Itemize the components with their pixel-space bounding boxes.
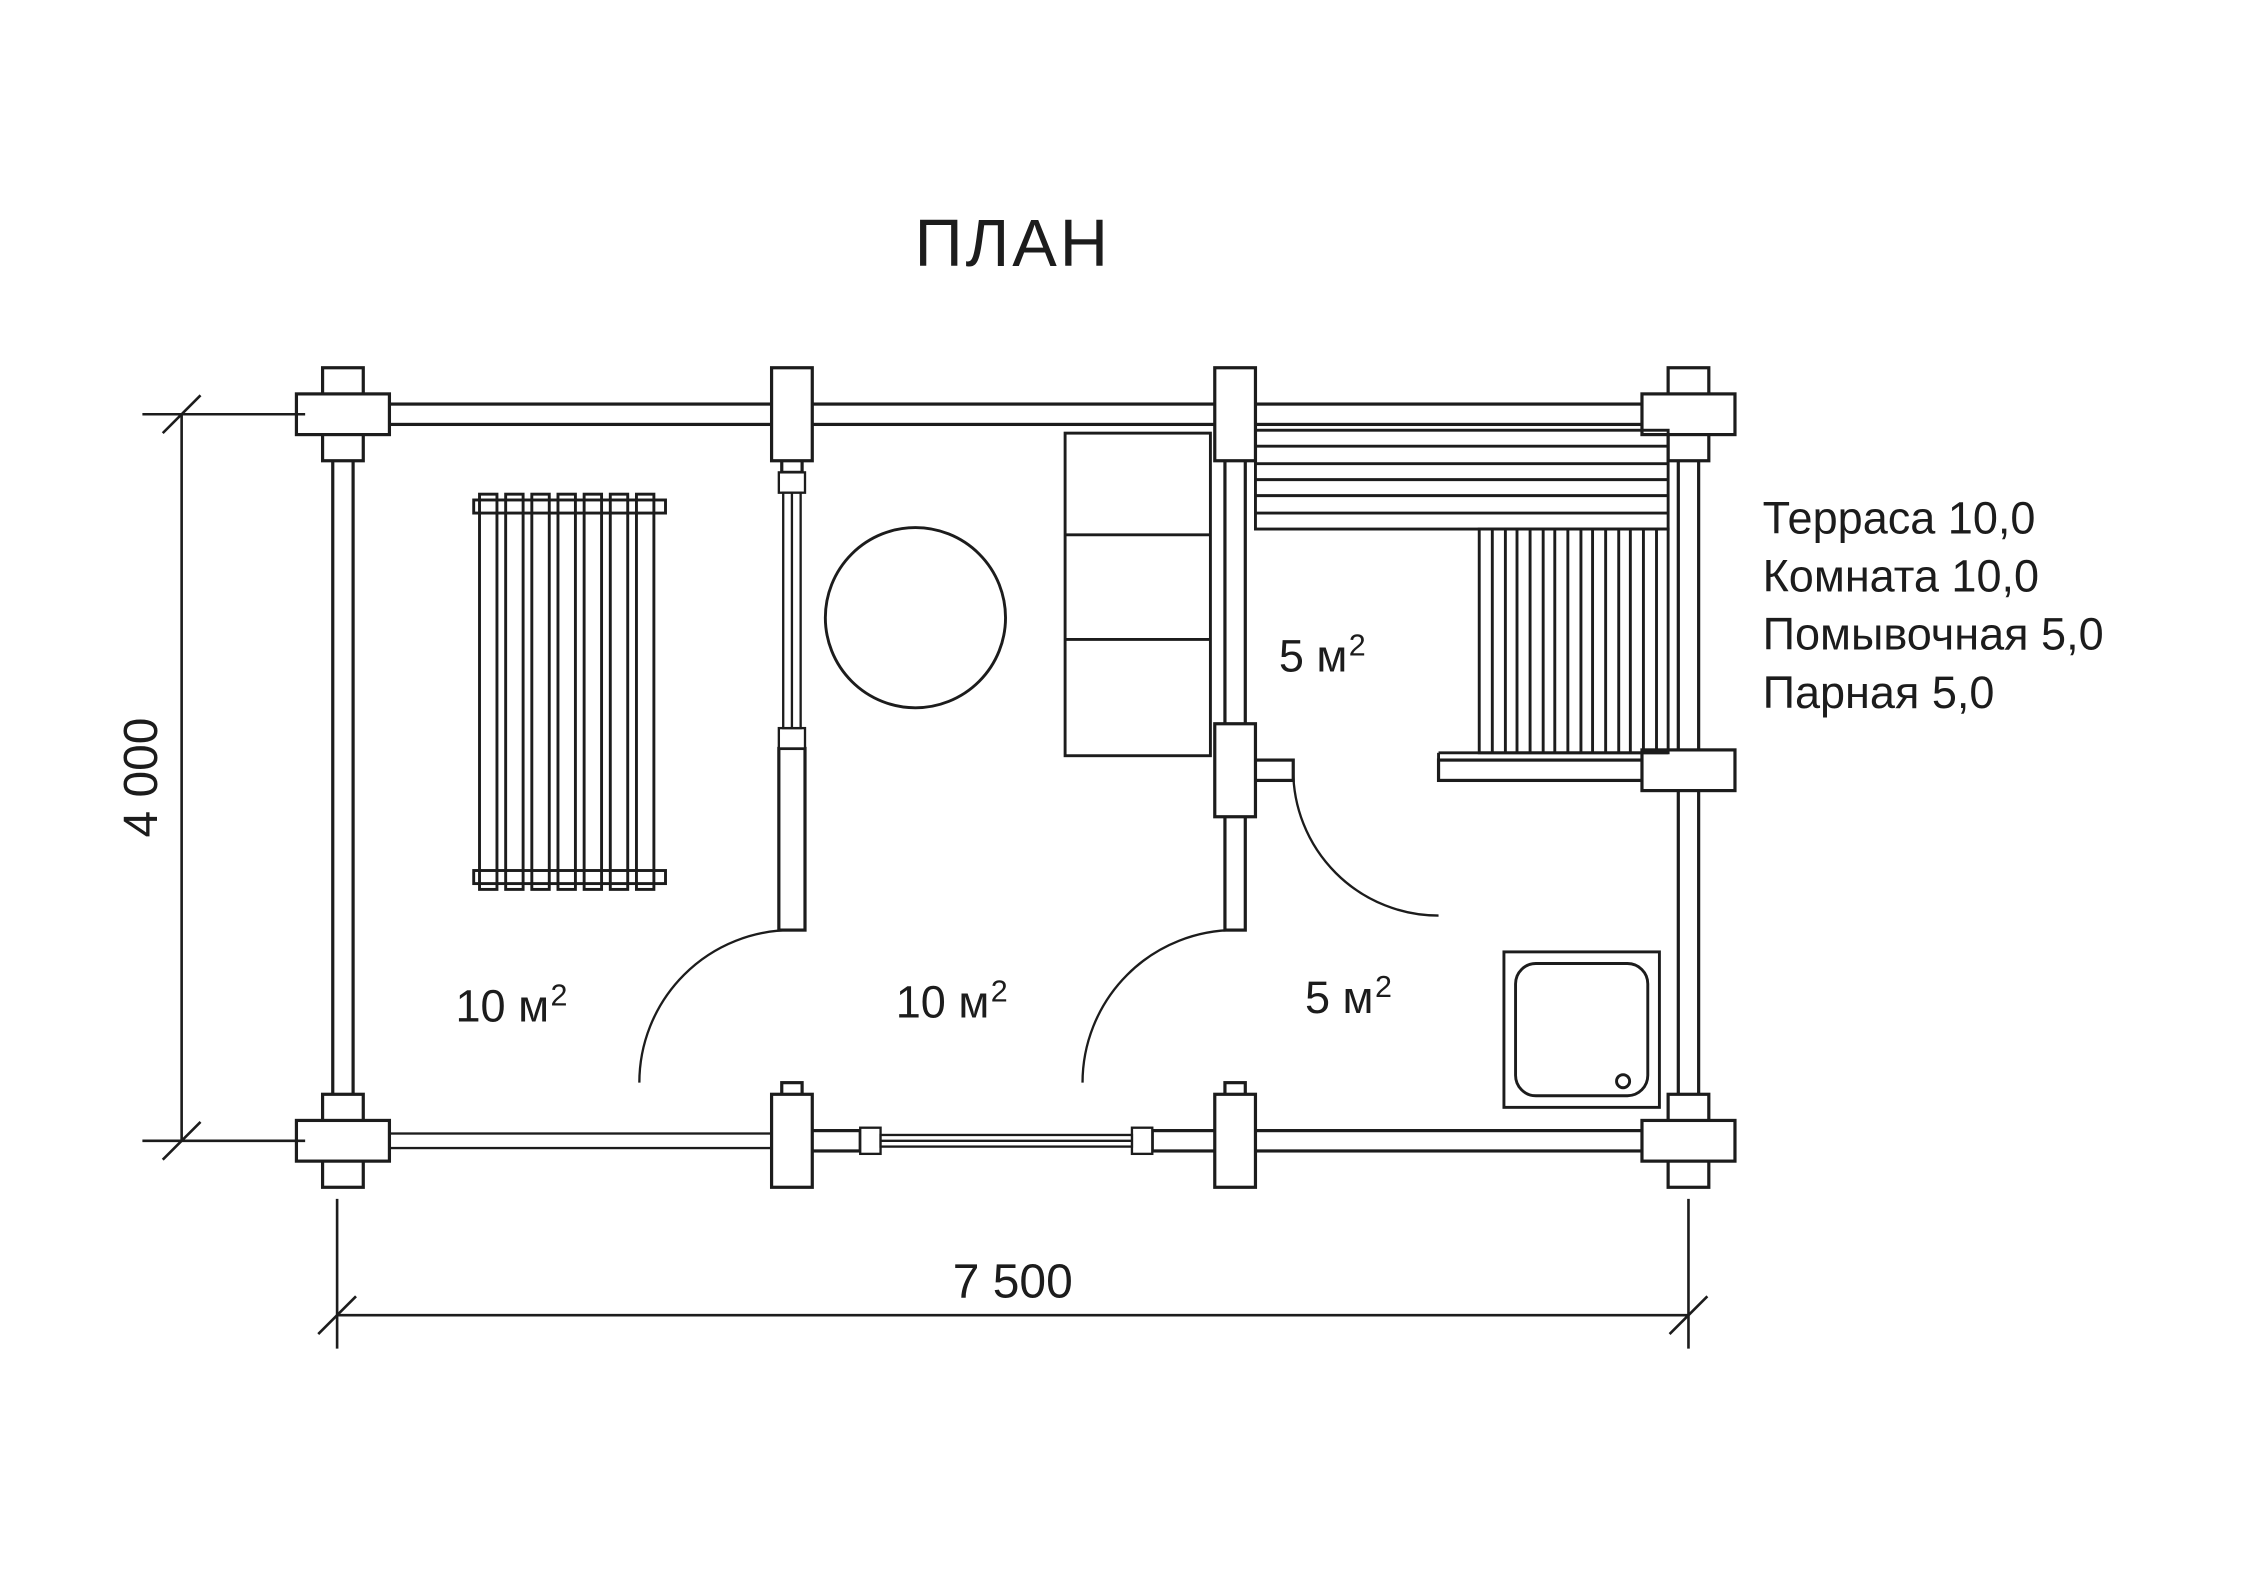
door-arc-terrace bbox=[638, 928, 792, 1083]
terrace-bench bbox=[472, 492, 667, 891]
corner-post bbox=[1213, 722, 1258, 819]
terrace-edge-beam bbox=[362, 1132, 783, 1150]
corner-post bbox=[1213, 366, 1258, 463]
doors bbox=[638, 770, 1439, 1083]
windows bbox=[777, 471, 1154, 1156]
room-label-washing: 5 м2 bbox=[1305, 970, 1392, 1023]
walls bbox=[331, 402, 1701, 1153]
wall-top bbox=[331, 402, 1701, 427]
wall-left-pier bbox=[777, 746, 807, 932]
legend-item-terrace: Терраса 10,0 bbox=[1763, 492, 2036, 543]
corner-post bbox=[769, 1092, 814, 1189]
sauna-bench-slats bbox=[1437, 527, 1670, 761]
dimension-width: 7 500 bbox=[317, 1198, 1709, 1349]
corner-post bbox=[294, 1118, 392, 1163]
sauna-bench-boards bbox=[1254, 428, 1670, 531]
corner-post bbox=[769, 366, 814, 463]
door-arc-steam bbox=[1292, 770, 1439, 917]
dimension-width-label: 7 500 bbox=[953, 1256, 1073, 1309]
room-label-steam: 5 м2 bbox=[1279, 628, 1366, 681]
drain-icon bbox=[1615, 1073, 1632, 1090]
legend-item-washing: Помывочная 5,0 bbox=[1763, 609, 2104, 660]
window-bottom bbox=[859, 1126, 1154, 1156]
corner-post bbox=[1640, 748, 1737, 793]
door-arc-room bbox=[1081, 928, 1236, 1083]
shower-tray bbox=[1502, 950, 1661, 1109]
room-label-terrace: 10 м2 bbox=[455, 979, 567, 1032]
corner-post bbox=[1213, 1092, 1258, 1189]
wall-terrace-left bbox=[331, 402, 355, 1153]
page-title: ПЛАН bbox=[915, 206, 1111, 281]
corner-post bbox=[1640, 1118, 1737, 1163]
corner-posts bbox=[294, 366, 1737, 1189]
legend-item-steam: Парная 5,0 bbox=[1763, 667, 1995, 718]
dimension-height-label: 4 000 bbox=[115, 718, 168, 838]
dimensions: 4 000 7 500 bbox=[115, 394, 1709, 1349]
legend: Терраса 10,0 Комната 10,0 Помывочная 5,0… bbox=[1763, 492, 2104, 717]
room-label-room: 10 м2 bbox=[896, 974, 1008, 1027]
shelf-unit bbox=[1063, 431, 1212, 758]
legend-item-room: Комната 10,0 bbox=[1763, 551, 2039, 602]
furniture bbox=[472, 428, 1670, 1109]
room-labels: 10 м2 10 м2 5 м2 5 м2 bbox=[455, 628, 1391, 1031]
round-table bbox=[823, 526, 1007, 710]
window-left bbox=[777, 471, 807, 750]
corner-post bbox=[294, 392, 392, 437]
dimension-height: 4 000 bbox=[115, 394, 306, 1161]
corner-post bbox=[1640, 392, 1737, 437]
